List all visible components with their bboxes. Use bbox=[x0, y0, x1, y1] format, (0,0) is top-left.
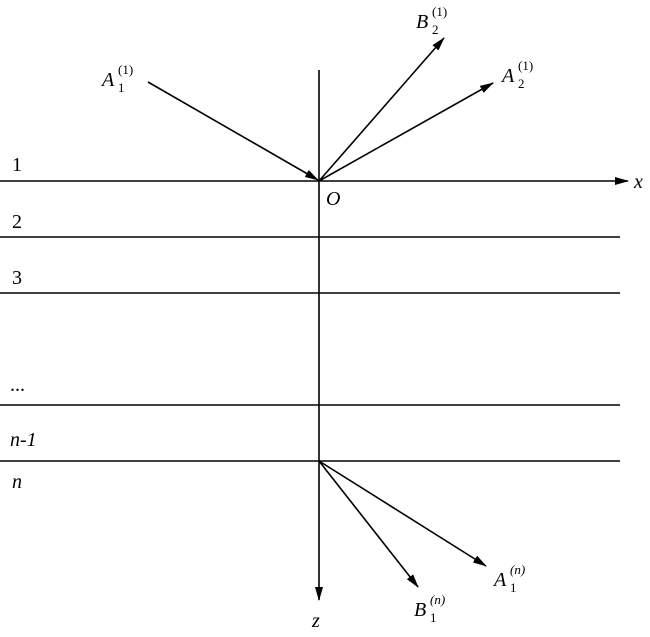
layer-label-3: 3 bbox=[12, 267, 22, 289]
origin-label: O bbox=[326, 188, 340, 210]
label-B2-top: B (1) 2 bbox=[416, 4, 447, 37]
layer-label-n: n bbox=[12, 471, 22, 493]
svg-text:B: B bbox=[416, 11, 428, 33]
layer-label-ellipsis: ... bbox=[10, 374, 25, 396]
svg-text:(1): (1) bbox=[432, 4, 447, 19]
svg-text:B: B bbox=[414, 599, 426, 621]
transmitted-wave-B1n-arrow bbox=[318, 460, 419, 588]
svg-text:2: 2 bbox=[518, 76, 525, 91]
layer-label-n-1: n-1 bbox=[10, 429, 37, 451]
label-A1-top: A (1) 1 bbox=[100, 62, 133, 95]
label-A2-top: A (1) 2 bbox=[500, 58, 533, 91]
svg-text:(1): (1) bbox=[118, 62, 133, 77]
layer-label-1: 1 bbox=[12, 154, 22, 176]
transmitted-wave-A1n-arrow bbox=[318, 460, 487, 567]
reflected-wave-B2-arrow bbox=[318, 37, 445, 182]
svg-text:A: A bbox=[500, 65, 515, 87]
svg-text:A: A bbox=[492, 569, 507, 591]
svg-text:1: 1 bbox=[118, 80, 125, 95]
svg-text:A: A bbox=[100, 69, 115, 91]
svg-text:(n): (n) bbox=[430, 592, 445, 607]
svg-text:(1): (1) bbox=[518, 58, 533, 73]
label-B1-bottom: B (n) 1 bbox=[414, 592, 445, 625]
reflected-wave-A2-arrow bbox=[318, 82, 494, 182]
svg-text:1: 1 bbox=[510, 580, 517, 595]
z-axis-label: z bbox=[311, 610, 320, 632]
x-axis-label: x bbox=[633, 171, 643, 193]
label-A1-bottom: A (n) 1 bbox=[492, 562, 525, 595]
svg-text:1: 1 bbox=[430, 610, 437, 625]
svg-text:(n): (n) bbox=[510, 562, 525, 577]
incident-wave-A1-arrow bbox=[147, 81, 319, 181]
layer-label-2: 2 bbox=[12, 211, 22, 233]
svg-text:2: 2 bbox=[432, 22, 439, 37]
